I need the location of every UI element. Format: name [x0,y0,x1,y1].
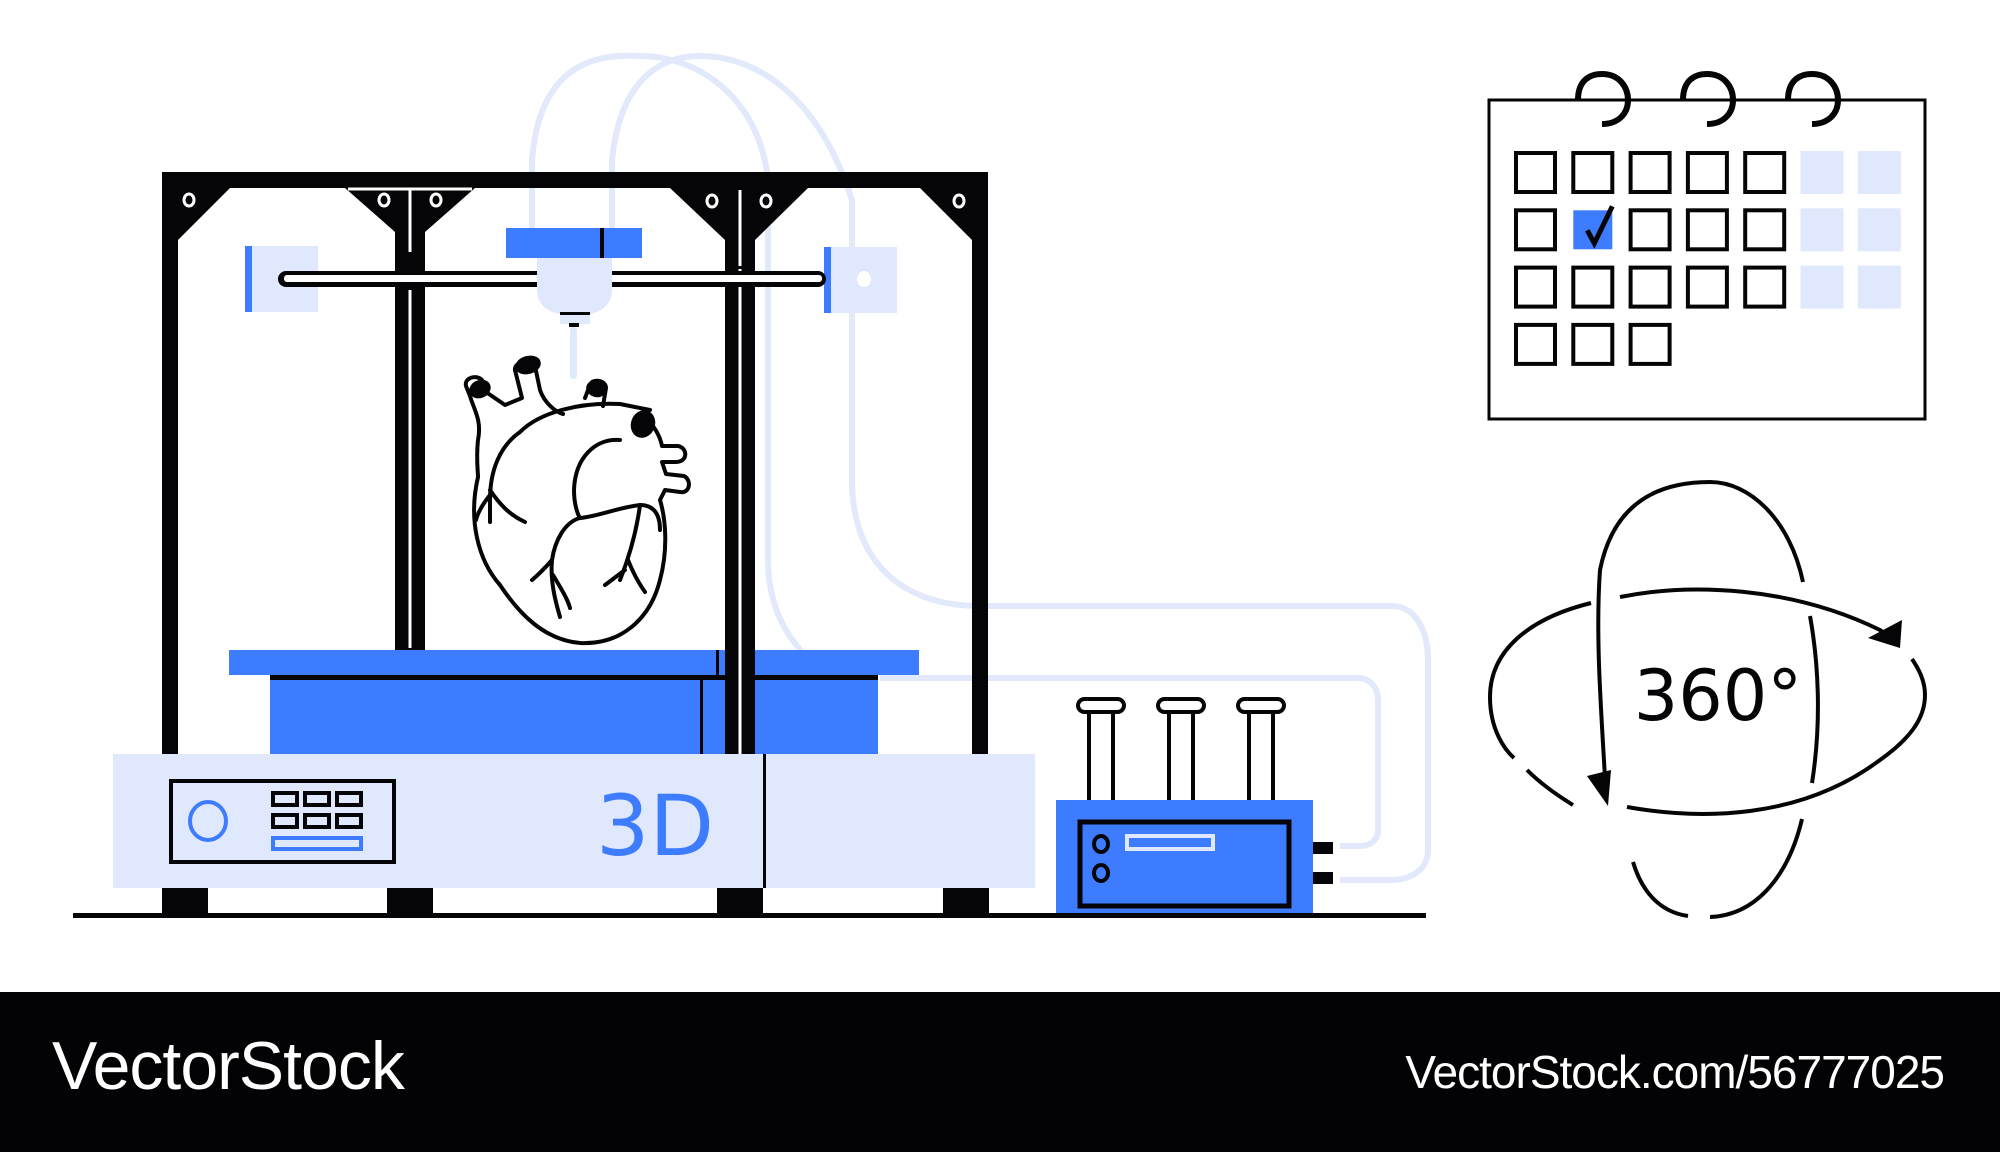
panel-button [303,791,331,807]
ground-line [73,913,1426,918]
calendar-day [1514,151,1557,194]
device-port [1313,872,1333,884]
calendar-day-weekend [1857,151,1901,194]
illustration-scene: 3D [73,52,1928,919]
check-mark-icon [1585,205,1615,249]
panel-display [271,836,363,851]
calendar-day [1628,265,1672,309]
panel-button [303,813,331,829]
gusset [755,188,808,240]
calendar-day [1743,208,1787,252]
rotation-label: 360° [1634,655,1803,737]
heart-model [463,355,691,646]
bolt-hole [952,193,966,209]
binder-ring [1785,70,1842,127]
arrowhead-icon [1868,620,1902,648]
calendar-day [1685,151,1729,194]
calendar-day [1628,151,1672,194]
calendar-day [1571,322,1615,366]
brand-logo-text: VectorStock [52,1028,405,1104]
printer-foot [717,888,763,915]
calendar-day-weekend [1857,208,1901,252]
calendar-day [1514,265,1557,309]
calendar-icon [1487,70,1927,421]
print-head-top [506,228,642,258]
calendar-day [1628,208,1672,252]
device-panel [1077,819,1292,909]
rotation-360-icon: 360° [1487,479,1928,919]
image-url-text: VectorStock.com/56777025 [1405,1046,1945,1098]
test-tube [1247,708,1275,804]
control-panel [169,779,396,864]
calendar-day-weekend [1800,151,1844,194]
test-tube [1167,708,1195,804]
bolt-hole [377,192,391,208]
base-3d-label: 3D [596,777,714,875]
calendar-day [1743,151,1787,194]
calendar-day-weekend [1857,265,1901,309]
printer-foot [162,888,208,915]
binder-ring [1680,70,1737,127]
panel-button [335,791,363,807]
power-knob-icon [188,800,228,842]
printer-base: 3D [113,754,1035,915]
calendar-grid [1514,151,1901,366]
gusset [920,188,972,240]
calendar-day [1571,151,1615,194]
cable-lower [880,675,1381,849]
orbit-horizontal [1619,587,1898,644]
filament-cables [529,52,1431,883]
frame-top-beam [162,172,988,188]
cable-arch-right [609,52,1431,883]
bolt-hole [705,193,719,209]
gusset [670,188,725,240]
test-tube-device [1056,697,1333,915]
base-housing [113,754,1035,888]
printer-foot [943,888,989,915]
panel-button [271,813,299,829]
bolt-hole [759,193,773,209]
calendar-day [1514,208,1557,252]
arrowhead-icon [1587,770,1611,806]
gusset [178,188,230,240]
calendar-day-weekend [1800,208,1844,252]
device-display [1125,834,1215,851]
build-plate-body [270,675,878,755]
device-port [1313,842,1333,854]
panel-button [335,813,363,829]
extrusion-nozzle-stream [570,327,577,379]
calendar-day [1514,322,1557,366]
device-indicator [1092,834,1110,854]
device-indicator [1092,863,1110,883]
x-axis-assembly [245,228,897,379]
frame-right-post [972,172,988,754]
calendar-day [1571,265,1615,309]
binder-ring [1575,70,1632,127]
build-plate [229,648,919,755]
test-tube [1087,708,1115,804]
printer-foot [387,888,433,915]
calendar-day [1743,265,1787,309]
calendar-day [1685,208,1729,252]
bolt-hole [182,192,196,208]
watermark-footer: VectorStock VectorStock.com/56777025 [0,992,2000,1152]
calendar-day [1685,265,1729,309]
panel-button [271,791,299,807]
calendar-day-weekend [1800,265,1844,309]
print-head-body [537,258,612,314]
bolt-hole [429,192,443,208]
calendar-day [1628,322,1672,366]
cable-arch-left [529,52,842,683]
device-body [1056,800,1313,915]
orbit-vertical [1596,479,1805,797]
frame-left-post [162,172,178,754]
build-plate-top [229,650,919,675]
calendar-sheet [1487,98,1927,421]
